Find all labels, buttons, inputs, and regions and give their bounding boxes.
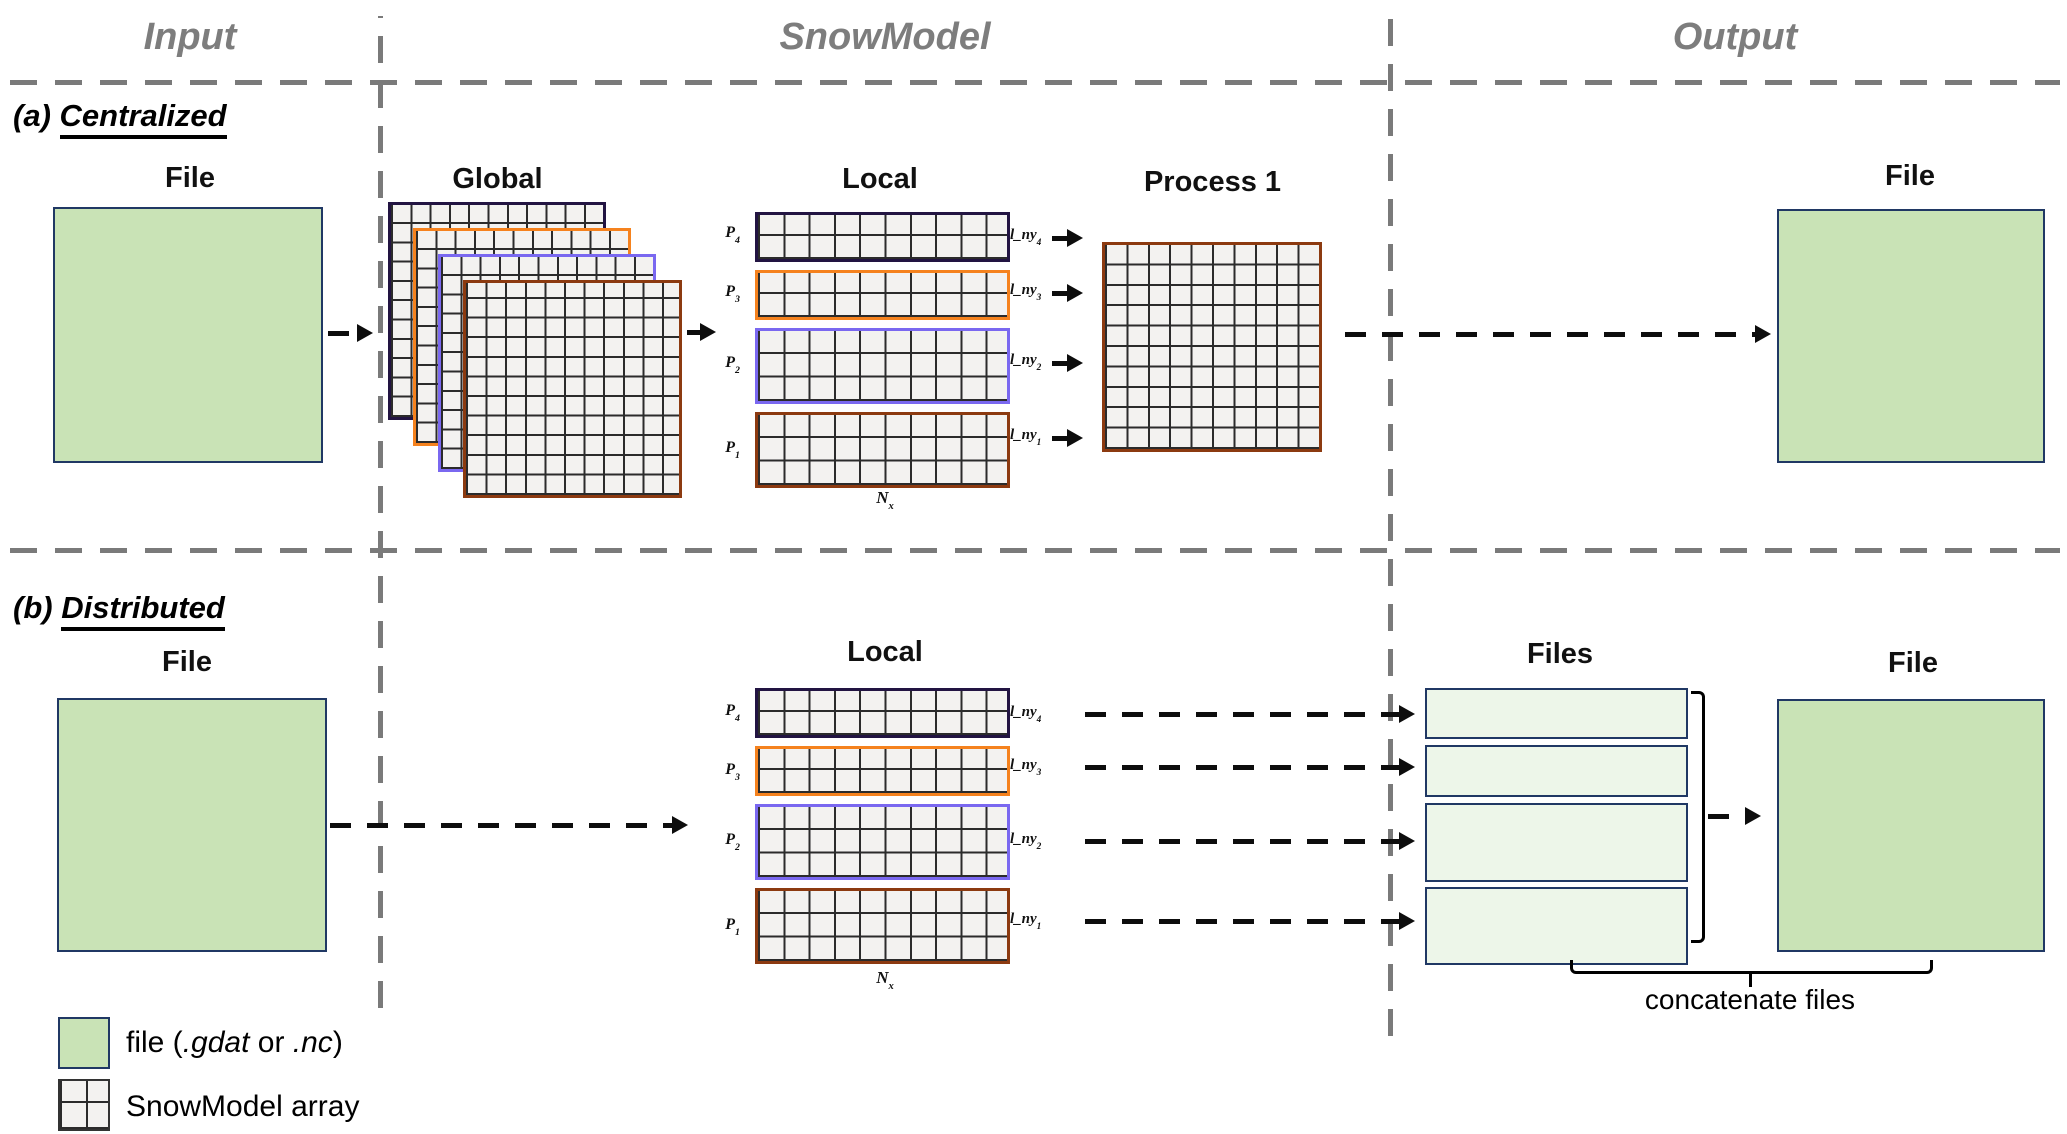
- vertical-separator-input: [378, 16, 383, 1008]
- section-a-title: (a) Centralized: [13, 98, 227, 139]
- section-a-tag: (a): [13, 98, 51, 133]
- a-process-label-p4: P4: [725, 224, 740, 247]
- a-local-strip-p3: [755, 270, 1010, 320]
- b-local-strip-p3: [755, 746, 1010, 796]
- b-local-strip-p2: [755, 804, 1010, 880]
- a-arrow-strip1-to-process: [1052, 429, 1083, 447]
- legend-array-label: SnowModel array: [126, 1090, 360, 1123]
- a-input-file-box: [53, 207, 323, 463]
- b-files-label: Files: [1526, 638, 1594, 670]
- b-process-label-p2: P2: [725, 831, 740, 854]
- horizontal-separator-middle: [10, 548, 2060, 553]
- b-arrow-bracket-to-file: [1708, 807, 1761, 825]
- b-local-strip-p4: [755, 688, 1010, 738]
- concatenate-files-label: concatenate files: [1644, 984, 1856, 1015]
- a-process1-array: [1102, 242, 1322, 452]
- a-lny3-label: l_ny3: [1010, 282, 1042, 303]
- section-b-tag: (b): [13, 590, 53, 625]
- b-file-strip-3: [1425, 745, 1688, 797]
- a-arrow-process-to-file: [1345, 325, 1771, 343]
- b-process-label-p3: P3: [725, 761, 740, 784]
- a-output-file-box: [1777, 209, 2045, 463]
- column-header-input: Input: [143, 16, 237, 58]
- b-file-strip-1: [1425, 887, 1688, 965]
- column-header-output: Output: [1672, 16, 1798, 58]
- a-process-label-p1: P1: [725, 439, 740, 462]
- b-local-label: Local: [847, 636, 923, 668]
- a-local-strip-p4: [755, 212, 1010, 262]
- a-global-array-p1: [463, 280, 682, 498]
- b-output-file-box: [1777, 699, 2045, 952]
- b-lny3-label: l_ny3: [1010, 757, 1042, 778]
- a-lny1-label: l_ny1: [1010, 427, 1042, 448]
- concatenate-bracket-tick: [1749, 973, 1752, 987]
- a-local-strip-p2: [755, 328, 1010, 404]
- b-arrow-strip3-to-file: [1085, 758, 1415, 776]
- section-b-name: Distributed: [61, 590, 225, 631]
- a-arrow-file-to-global: [328, 324, 373, 342]
- b-lny4-label: l_ny4: [1010, 704, 1042, 725]
- b-output-file-label: File: [1888, 647, 1938, 679]
- b-process-label-p4: P4: [725, 702, 740, 725]
- b-arrow-strip4-to-file: [1085, 705, 1415, 723]
- section-a-name: Centralized: [59, 98, 227, 139]
- a-global-label: Global: [452, 163, 543, 195]
- b-nx-axis-label: Nx: [876, 968, 894, 993]
- b-process-label-p1: P1: [725, 916, 740, 939]
- b-lny2-label: l_ny2: [1010, 831, 1042, 852]
- a-arrow-strip4-to-process: [1052, 229, 1083, 247]
- a-local-label: Local: [842, 163, 918, 195]
- a-lny4-label: l_ny4: [1010, 227, 1042, 248]
- a-arrow-strip2-to-process: [1052, 354, 1083, 372]
- section-b-title: (b) Distributed: [13, 590, 225, 631]
- b-arrow-file-to-local: [330, 816, 688, 834]
- legend-file-swatch: [58, 1017, 110, 1069]
- a-lny2-label: l_ny2: [1010, 352, 1042, 373]
- b-file-strip-2: [1425, 803, 1688, 882]
- a-process1-label: Process 1: [1143, 166, 1282, 198]
- horizontal-separator-top: [10, 80, 2060, 85]
- a-arrow-strip3-to-process: [1052, 284, 1083, 302]
- a-process-label-p3: P3: [725, 283, 740, 306]
- a-input-file-label: File: [165, 162, 215, 194]
- b-local-strip-p1: [755, 888, 1010, 964]
- b-arrow-strip2-to-file: [1085, 832, 1415, 850]
- b-files-group-bracket: [1691, 691, 1705, 943]
- b-lny1-label: l_ny1: [1010, 911, 1042, 932]
- a-nx-axis-label: Nx: [876, 488, 894, 513]
- column-header-snowmodel: SnowModel: [779, 16, 991, 58]
- a-process-label-p2: P2: [725, 354, 740, 377]
- a-local-strip-p1: [755, 412, 1010, 488]
- b-input-file-label: File: [162, 646, 212, 678]
- concatenate-bracket: [1570, 960, 1933, 974]
- a-output-file-label: File: [1885, 160, 1935, 192]
- legend-array-swatch: [58, 1079, 110, 1131]
- vertical-separator-output: [1388, 16, 1393, 1036]
- b-file-strip-4: [1425, 688, 1688, 739]
- legend-file-label: file (.gdat or .nc): [126, 1026, 343, 1059]
- a-arrow-global-to-local: [687, 323, 716, 341]
- b-arrow-strip1-to-file: [1085, 912, 1415, 930]
- b-input-file-box: [57, 698, 327, 952]
